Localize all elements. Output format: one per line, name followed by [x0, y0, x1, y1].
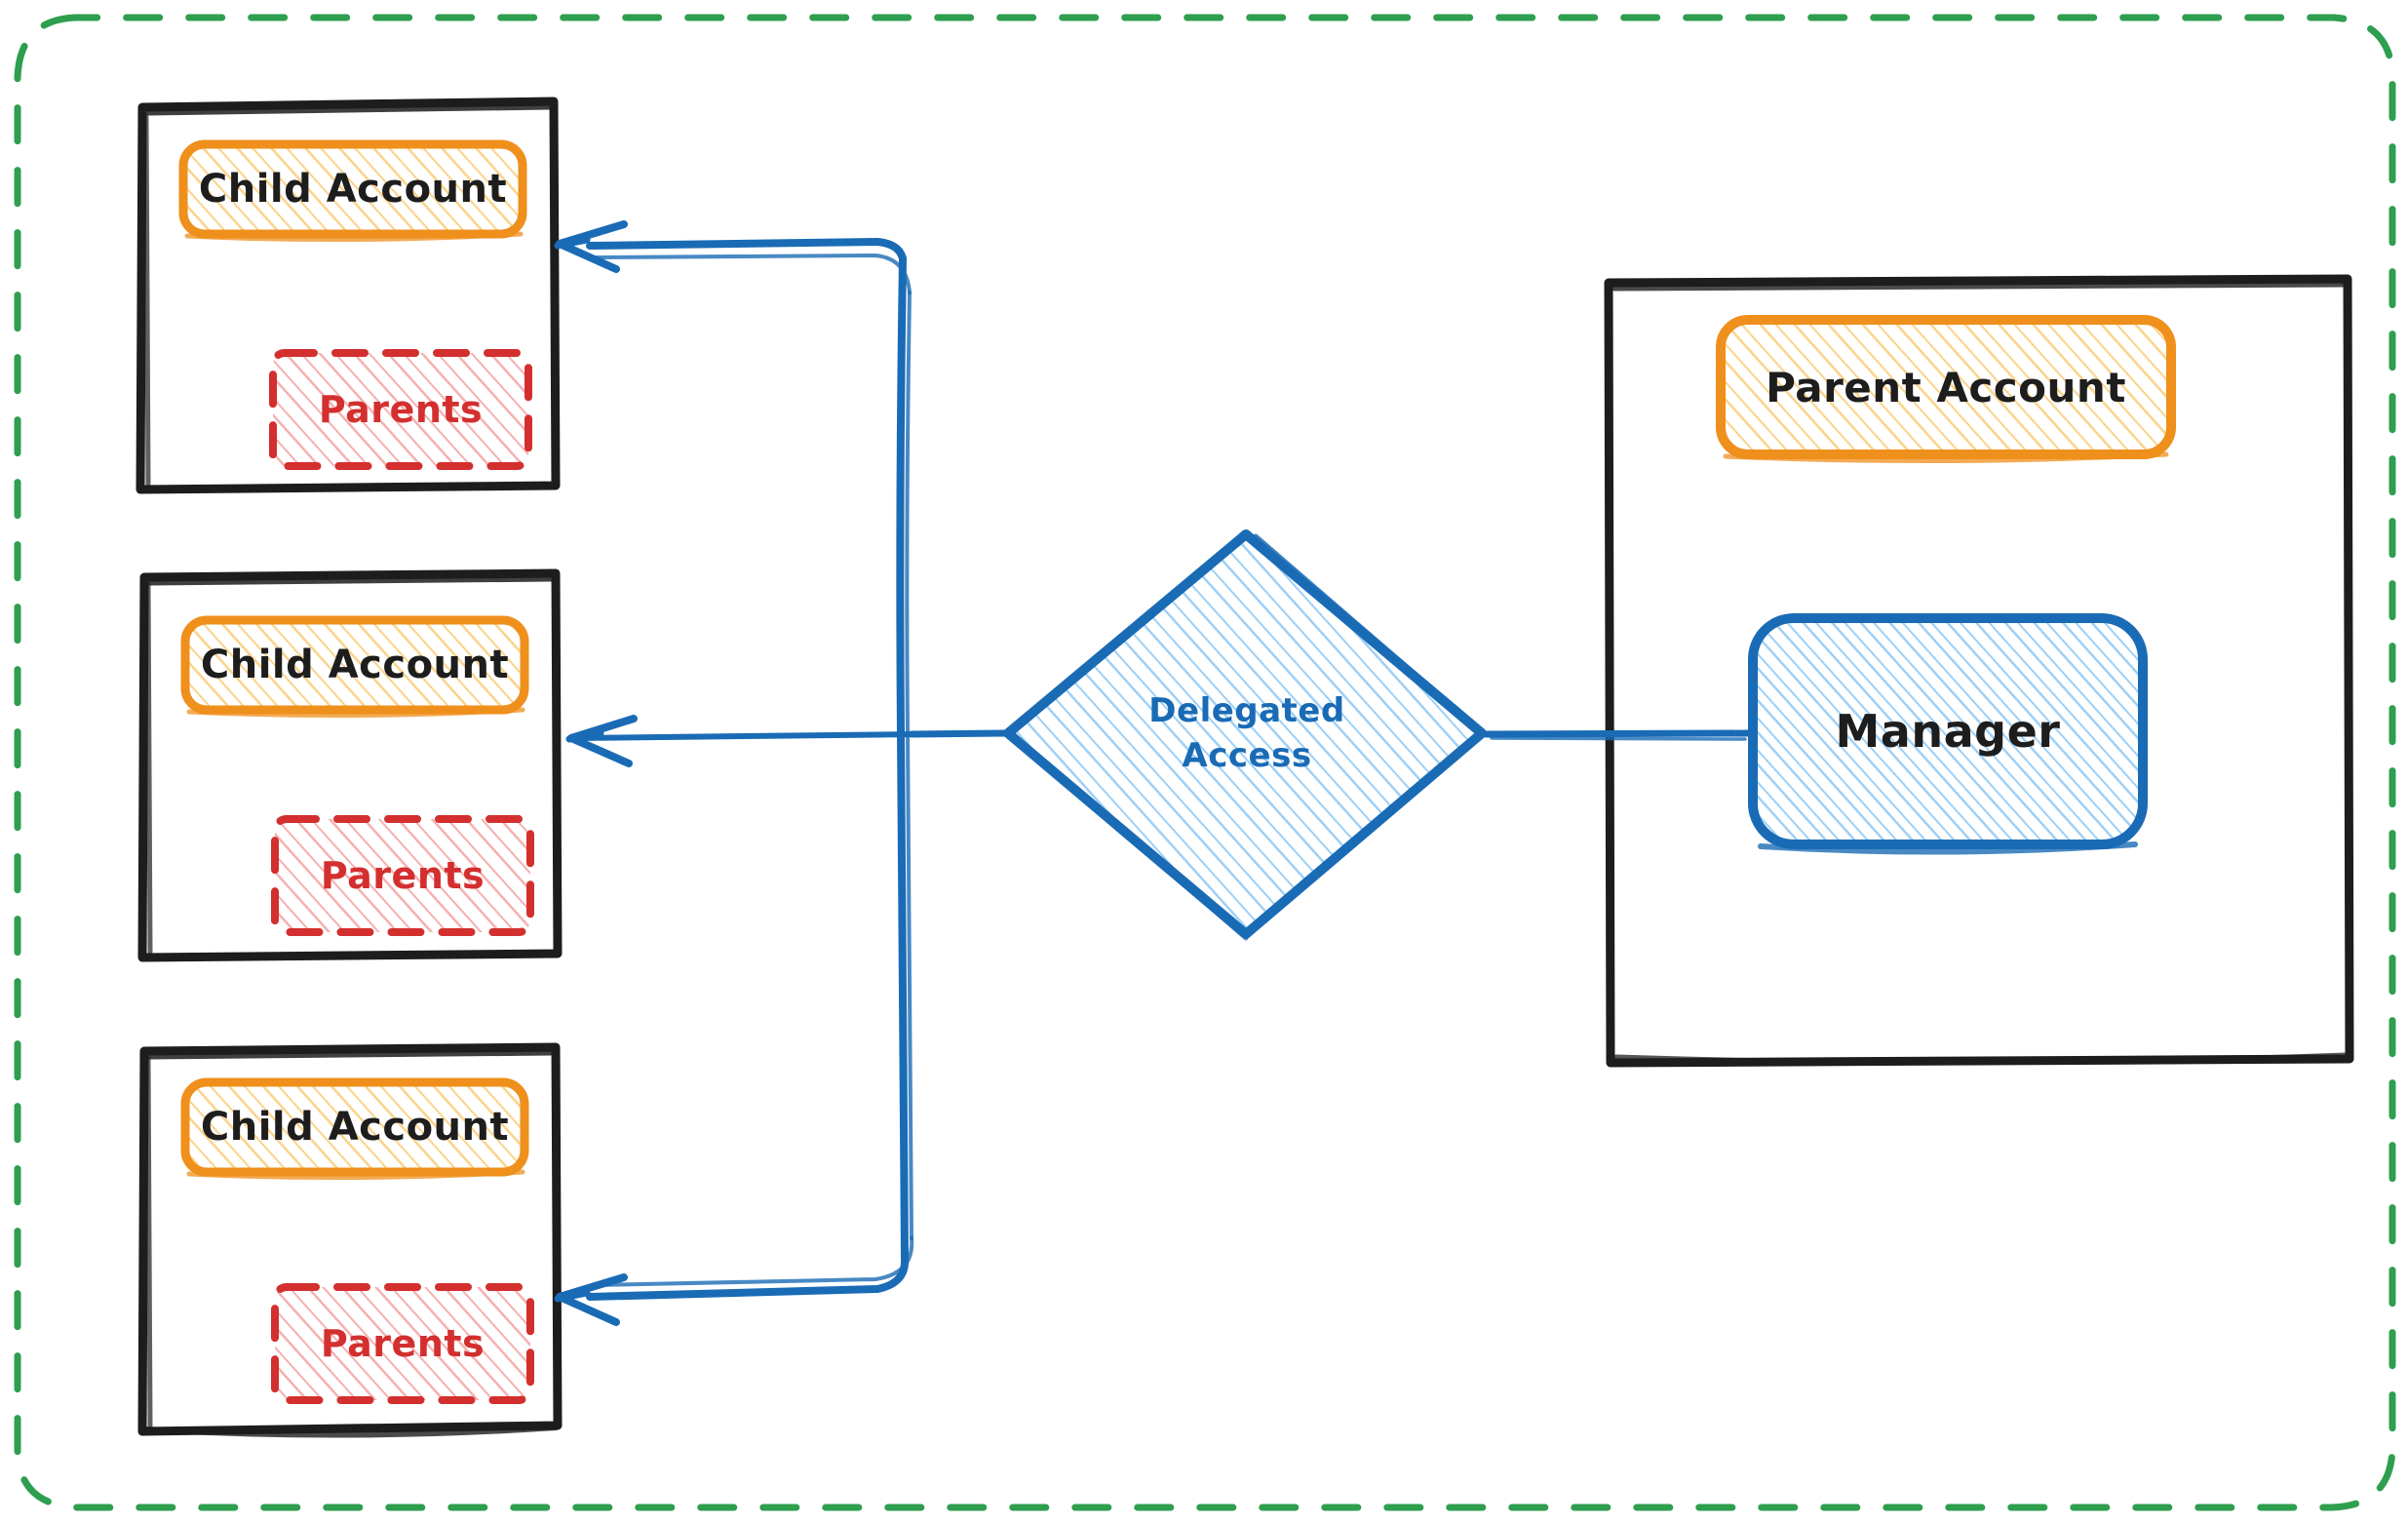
child-account-pill-3 [180, 1077, 529, 1181]
parents-box-2 [271, 815, 534, 936]
edge-manager-to-delegated [1483, 729, 1754, 741]
parents-box-1 [269, 349, 532, 470]
parents-box-3 [271, 1283, 534, 1404]
delegated-access-diamond [1003, 529, 1489, 941]
child-account-pill-1 [178, 139, 527, 243]
edge-delegated-to-child-3 [554, 1236, 914, 1326]
child-account-pill-2 [180, 615, 529, 719]
edge-delegated-to-child-2 [565, 715, 1009, 767]
manager-box [1748, 613, 2148, 855]
organization-boundary [14, 14, 2396, 1511]
parent-account-pill [1716, 315, 2176, 464]
edge-delegated-to-child-1 [554, 220, 912, 294]
edge-delegated-trunk [896, 254, 1010, 1262]
